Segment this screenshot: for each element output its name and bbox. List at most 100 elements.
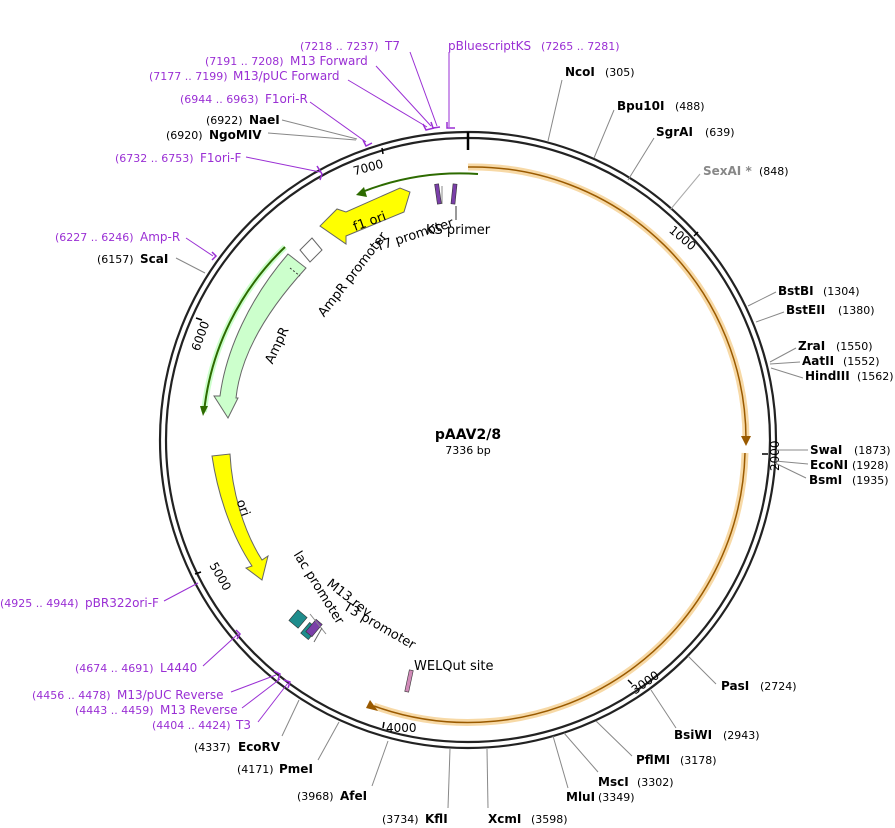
svg-text:(1562): (1562) xyxy=(857,370,894,383)
feature-arrowhead-lower xyxy=(366,700,378,711)
site-hindiii[interactable]: HindIII (1562) xyxy=(770,367,894,383)
site-sexai[interactable]: SexAI * (848) xyxy=(669,164,789,211)
svg-text:(1552): (1552) xyxy=(843,355,880,368)
svg-text:(1873): (1873) xyxy=(854,444,891,457)
svg-text:BsiWI: BsiWI xyxy=(674,728,712,742)
svg-text:ZraI: ZraI xyxy=(798,339,825,353)
primer-m13-puc-reverse[interactable]: (4456 .. 4478) M13/pUC Reverse xyxy=(32,670,281,702)
site-ngomiv[interactable]: (6920) NgoMIV xyxy=(166,128,357,142)
svg-text:(3302): (3302) xyxy=(637,776,674,789)
primer-amp-r[interactable]: (6227 .. 6246) Amp-R xyxy=(55,230,218,261)
site-xcmi[interactable]: XcmI (3598) xyxy=(486,748,568,826)
feature-arrowhead-upper xyxy=(741,436,751,446)
feature-band-lower xyxy=(372,452,749,726)
svg-text:NaeI: NaeI xyxy=(249,113,280,127)
svg-text:ScaI: ScaI xyxy=(140,252,168,266)
site-zrai[interactable]: ZraI (1550) xyxy=(769,339,873,363)
ks-primer-feature: KS primer xyxy=(426,183,491,238)
site-bpu10i[interactable]: Bpu10I (488) xyxy=(593,99,705,159)
site-msci[interactable]: MscI (3302) xyxy=(563,732,674,789)
svg-text:(639): (639) xyxy=(705,126,735,139)
svg-text:SwaI: SwaI xyxy=(810,443,842,457)
tick-5000: 5000 xyxy=(194,560,234,593)
site-pmei[interactable]: (4171) PmeI xyxy=(237,721,340,776)
primer-pbr322ori-f[interactable]: (4925 .. 4944) pBR322ori-F xyxy=(0,582,199,610)
svg-text:EcoNI: EcoNI xyxy=(810,458,848,472)
tick-4000: 4000 xyxy=(382,721,417,735)
primer-t7[interactable]: (7218 .. 7237) T7 xyxy=(300,39,441,129)
svg-text:(3349): (3349) xyxy=(598,791,635,804)
svg-text:F1ori-R: F1ori-R xyxy=(265,92,308,106)
primer-pbluescriptks[interactable]: pBluescriptKS (7265 .. 7281) xyxy=(446,39,620,129)
site-bsiwi[interactable]: BsiWI (2943) xyxy=(650,689,760,742)
svg-text:HindIII: HindIII xyxy=(805,369,850,383)
site-mlui[interactable]: MluI (3349) xyxy=(552,735,635,804)
t3-promoter-label: T3 promoter xyxy=(340,599,419,653)
svg-text:T3: T3 xyxy=(235,718,251,732)
svg-text:(1304): (1304) xyxy=(823,285,860,298)
site-bsteii[interactable]: BstEII (1380) xyxy=(755,303,875,323)
tick-6000: 6000 xyxy=(189,317,212,353)
site-swai[interactable]: SwaI (1873) xyxy=(776,443,891,457)
primer-f1ori-f[interactable]: (6732 .. 6753) F1ori-F xyxy=(115,151,323,181)
svg-text:PasI: PasI xyxy=(721,679,749,693)
svg-text:(488): (488) xyxy=(675,100,705,113)
primer-l4440[interactable]: (4674 .. 4691) L4440 xyxy=(75,629,241,675)
svg-text:(1928): (1928) xyxy=(852,459,889,472)
site-afei[interactable]: (3968) AfeI xyxy=(297,740,389,803)
svg-text:(4674 .. 4691): (4674 .. 4691) xyxy=(75,662,154,675)
site-kfli[interactable]: (3734) KflI xyxy=(382,748,451,826)
site-bsmi[interactable]: BsmI (1935) xyxy=(774,462,889,487)
site-aatii[interactable]: AatII (1552) xyxy=(769,354,880,368)
site-pasi[interactable]: PasI (2724) xyxy=(687,655,797,693)
svg-text:L4440: L4440 xyxy=(160,661,197,675)
svg-text:5000: 5000 xyxy=(207,560,234,593)
svg-text:PmeI: PmeI xyxy=(279,762,313,776)
tick-2000: 2000 xyxy=(762,440,782,471)
svg-text:Amp-R: Amp-R xyxy=(140,230,180,244)
site-econi[interactable]: EcoNI (1928) xyxy=(774,458,889,472)
svg-text:(6157): (6157) xyxy=(97,253,134,266)
svg-text:(7177 .. 7199): (7177 .. 7199) xyxy=(149,70,228,83)
svg-text:MluI: MluI xyxy=(566,790,595,804)
svg-text:XcmI: XcmI xyxy=(488,812,521,826)
site-ecorv[interactable]: (4337) EcoRV xyxy=(194,699,300,754)
primer-m13-puc-forward[interactable]: (7177 .. 7199) M13/pUC Forward xyxy=(149,69,435,131)
svg-text:AmpR: AmpR xyxy=(263,325,293,367)
svg-text:BsmI: BsmI xyxy=(809,473,842,487)
primer-t3[interactable]: (4404 .. 4424) T3 xyxy=(152,679,291,732)
svg-text:(7265 .. 7281): (7265 .. 7281) xyxy=(541,40,620,53)
svg-text:4000: 4000 xyxy=(386,721,417,735)
primer-m13-reverse[interactable]: (4443 .. 4459) M13 Reverse xyxy=(75,678,281,717)
ori-feature: ori xyxy=(211,453,269,581)
svg-text:2000: 2000 xyxy=(768,440,782,471)
site-sgrai[interactable]: SgrAI (639) xyxy=(627,125,735,181)
site-scai[interactable]: (6157) ScaI xyxy=(97,252,206,274)
site-bstbi[interactable]: BstBI (1304) xyxy=(747,284,860,307)
svg-text:PflMI: PflMI xyxy=(636,753,670,767)
primer-f1ori-r[interactable]: (6944 .. 6963) F1ori-R xyxy=(180,92,373,148)
lac-region-feature xyxy=(288,609,327,643)
svg-text:KS primer: KS primer xyxy=(426,223,491,238)
svg-text:(7191 .. 7208): (7191 .. 7208) xyxy=(205,55,284,68)
svg-text:M13 Reverse: M13 Reverse xyxy=(160,703,238,717)
svg-text:MscI: MscI xyxy=(598,775,629,789)
svg-text:(1380): (1380) xyxy=(838,304,875,317)
svg-text:NgoMIV: NgoMIV xyxy=(209,128,262,142)
svg-text:(3178): (3178) xyxy=(680,754,717,767)
svg-text:AmpR promoter: AmpR promoter xyxy=(315,229,391,320)
svg-text:M13/pUC Reverse: M13/pUC Reverse xyxy=(117,688,224,702)
site-pflmi[interactable]: PflMI (3178) xyxy=(595,720,717,767)
feature-arrow-lower xyxy=(373,452,746,724)
site-ncoi[interactable]: NcoI (305) xyxy=(547,65,635,142)
site-naei[interactable]: (6922) NaeI xyxy=(206,113,358,140)
feature-arrow-upper xyxy=(467,166,747,440)
welqut-site-feature: WELQut site xyxy=(404,659,494,693)
primer-m13-forward[interactable]: (7191 .. 7208) M13 Forward xyxy=(205,54,432,127)
svg-text:M13/pUC Forward: M13/pUC Forward xyxy=(233,69,340,83)
svg-text:ori: ori xyxy=(233,497,253,518)
svg-text:M13 Forward: M13 Forward xyxy=(290,54,368,68)
svg-text:(848): (848) xyxy=(759,165,789,178)
svg-text:EcoRV: EcoRV xyxy=(238,740,281,754)
